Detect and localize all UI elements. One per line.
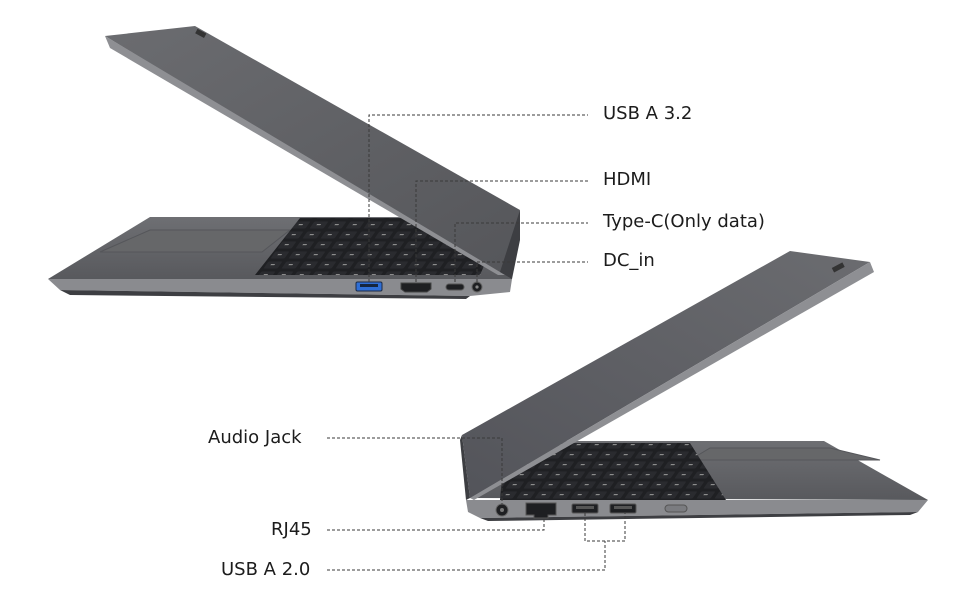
label-type-c: Type-C(Only data) [603,211,765,232]
laptop-2-trackpad [688,447,881,461]
label-rj45: RJ45 [271,519,312,540]
label-audio-jack: Audio Jack [208,427,302,448]
type-c-port-icon [445,283,465,291]
laptop-1-trackpad [99,229,292,253]
leader-usb-a-20 [327,541,606,571]
leader-type-c [454,222,588,282]
laptop-1-side-edge [48,279,512,296]
label-dc-in: DC_in [603,250,655,271]
laptop-2-lid [462,251,870,498]
laptop-2-logo-icon [831,262,845,273]
leader-dc-in [476,261,588,282]
laptop-1-lid [105,26,520,275]
leader-audio-jack [327,437,503,504]
label-usb-a-20: USB A 2.0 [221,559,311,580]
laptop-2-keyboard [500,443,726,500]
power-button-icon [664,504,688,513]
leader-lines [327,114,626,571]
hdmi-port-icon [400,282,432,293]
label-usb-a-32: USB A 3.2 [603,103,693,124]
leader-usb-a-32 [368,114,588,282]
laptop-left-view [48,26,520,299]
rj45-port-icon [525,502,557,519]
leader-rj45 [327,518,545,531]
laptop-1-logo-icon [195,28,207,38]
label-hdmi: HDMI [603,169,652,190]
leader-hdmi [415,180,588,282]
laptop-right-view [460,251,928,521]
